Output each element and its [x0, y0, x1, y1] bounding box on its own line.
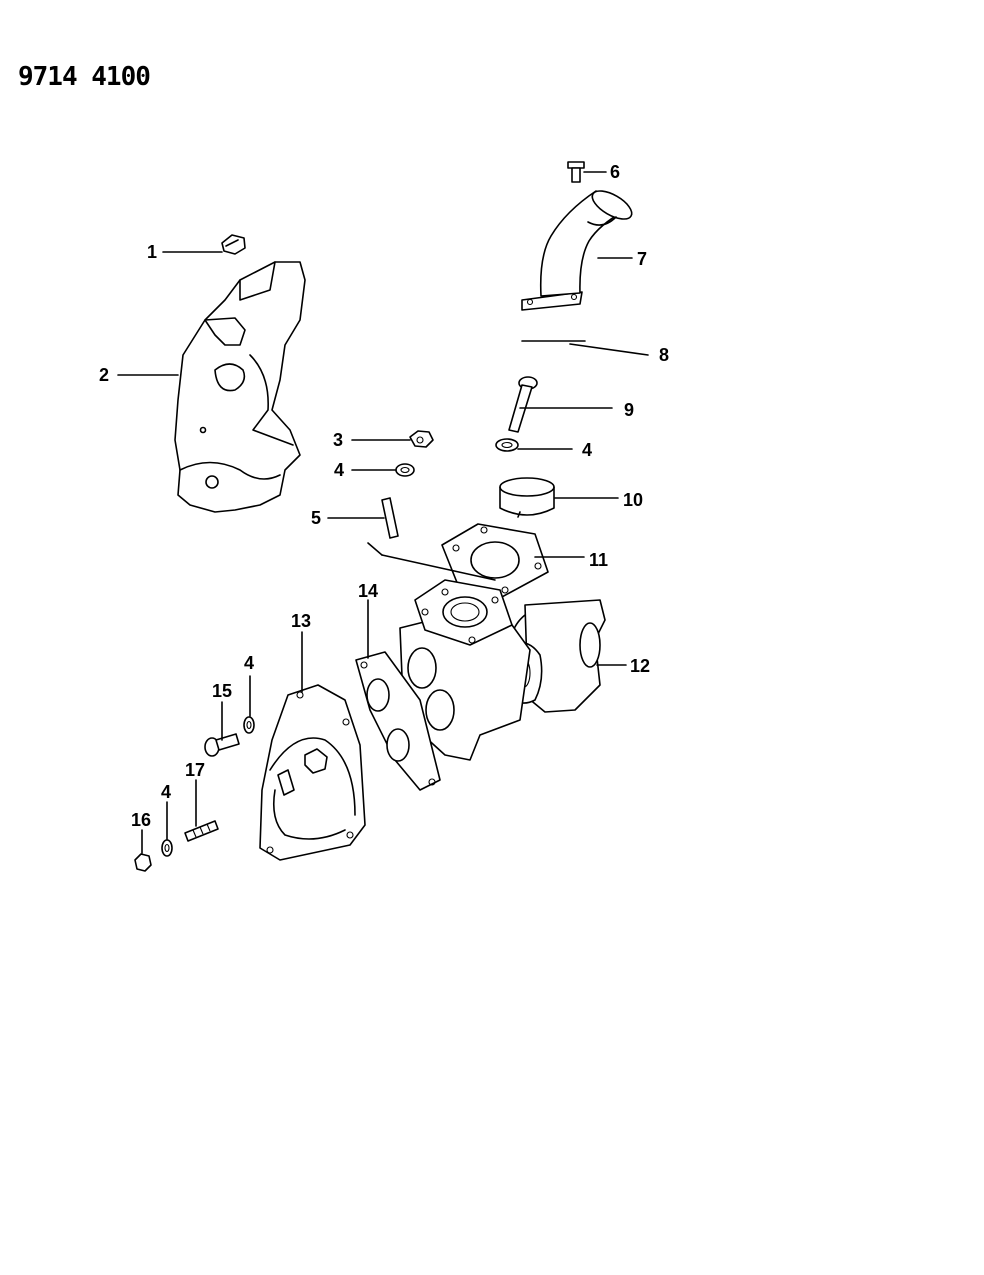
- callout-3: 3: [333, 430, 343, 450]
- part-7-pipe: [521, 190, 633, 311]
- callout-7: 7: [637, 249, 647, 269]
- part-4-washer-bottom: [161, 801, 173, 857]
- part-9-bolt: [508, 376, 613, 433]
- callout-5: 5: [311, 508, 321, 528]
- part-16-nut: [134, 829, 152, 872]
- part-2-heat-shield: [117, 261, 306, 513]
- part-17-stud: [184, 779, 219, 842]
- callout-12: 12: [630, 656, 650, 676]
- part-15-bolt: [204, 701, 240, 757]
- part-11-flange-gasket: [367, 523, 585, 599]
- callout-6: 6: [610, 162, 620, 182]
- callout-8: 8: [659, 345, 669, 365]
- callout-15: 15: [212, 681, 232, 701]
- callout-10: 10: [623, 490, 643, 510]
- part-10-sleeve: [499, 477, 619, 518]
- callout-4-bottom: 4: [161, 782, 171, 802]
- callout-13: 13: [291, 611, 311, 631]
- part-6-bolt: [567, 161, 607, 183]
- callout-4-left: 4: [244, 653, 254, 673]
- part-3-nut: [351, 430, 434, 448]
- callout-17: 17: [185, 760, 205, 780]
- callout-2: 2: [99, 365, 109, 385]
- callout-9: 9: [624, 400, 634, 420]
- part-12-turbocharger: [399, 579, 627, 761]
- callout-labels: 1 2 3 4 5 6 7 8 9 4 10 11 14 13 12 4 15 …: [99, 162, 669, 830]
- callout-4-right: 4: [582, 440, 592, 460]
- callout-14: 14: [358, 581, 378, 601]
- part-5-stud: [327, 497, 399, 539]
- part-4-washer-left: [243, 675, 255, 734]
- callout-11: 11: [589, 550, 608, 570]
- document-id: 9714 4100: [18, 62, 151, 92]
- callout-1: 1: [147, 242, 157, 262]
- part-13-exhaust-elbow: [259, 631, 366, 861]
- part-8-gasket: [521, 340, 649, 356]
- callout-4-upper: 4: [334, 460, 344, 480]
- part-14-gasket: [355, 599, 441, 791]
- callout-16: 16: [131, 810, 151, 830]
- part-4-washer-upper: [351, 463, 415, 477]
- part-1-bolt: [162, 234, 246, 255]
- part-4-washer-right: [495, 438, 573, 452]
